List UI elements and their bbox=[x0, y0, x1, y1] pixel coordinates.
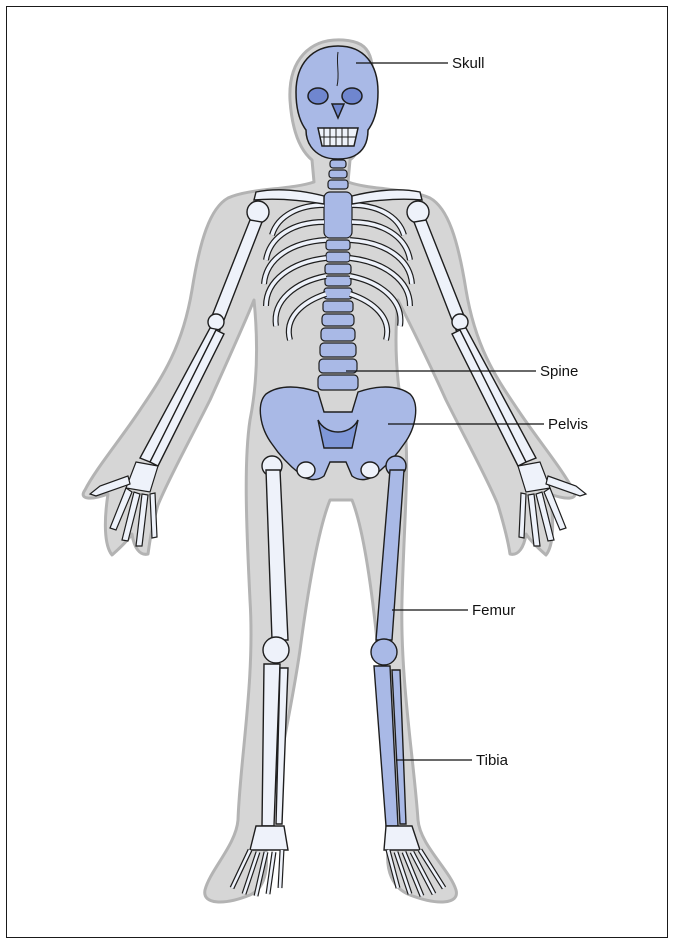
femur-label: Femur bbox=[472, 602, 515, 619]
tibia-bone bbox=[374, 666, 406, 826]
spine-label: Spine bbox=[540, 363, 578, 380]
skull-label: Skull bbox=[452, 55, 485, 72]
pelvis-label: Pelvis bbox=[548, 416, 588, 433]
tibia-label: Tibia bbox=[476, 752, 509, 769]
